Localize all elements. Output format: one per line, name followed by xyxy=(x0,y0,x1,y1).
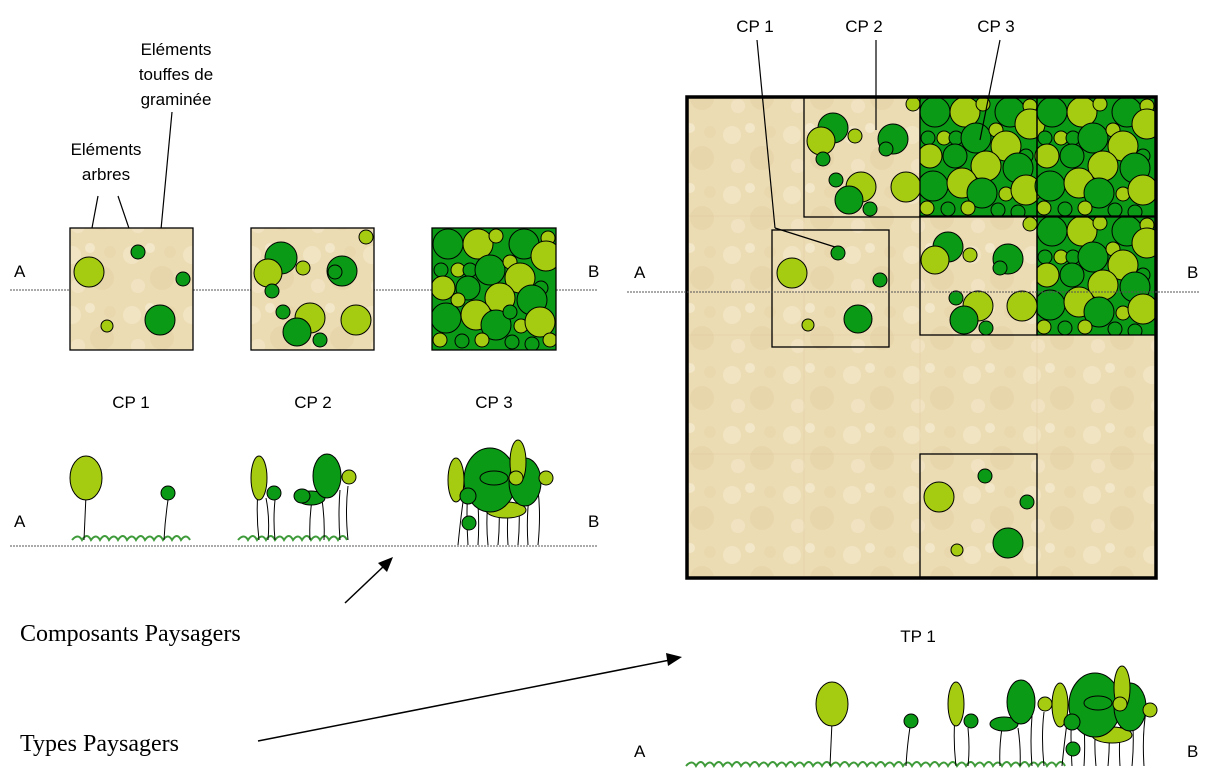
types-paysagers-label: Types Paysagers xyxy=(20,731,179,757)
tree-dark xyxy=(175,271,191,287)
tp1-profile xyxy=(685,665,1158,768)
section-a-bottom-left: A xyxy=(14,512,26,531)
arrowhead-types xyxy=(666,653,682,666)
arrow-composants xyxy=(344,565,385,604)
section-a-tp: A xyxy=(634,263,646,282)
tp-cp1-tile xyxy=(771,229,890,348)
label-elements-grass-3: graminée xyxy=(141,90,212,109)
tree-dark xyxy=(144,304,176,336)
tp1-label: TP 1 xyxy=(900,627,936,646)
tp-cp3-dense-top xyxy=(920,97,1156,217)
tree-dark xyxy=(130,244,146,260)
tp-cp1-tile-bottom xyxy=(919,453,1038,579)
tp1-square xyxy=(685,95,1158,580)
composants-paysagers-label: Composants Paysagers xyxy=(20,621,241,647)
cp2-profile xyxy=(237,453,357,542)
section-a-tp-profile: A xyxy=(634,742,646,761)
section-b-top-left: B xyxy=(588,262,599,281)
label-elements-grass-1: Eléments xyxy=(141,40,212,59)
label-elements-trees-2: arbres xyxy=(82,165,130,184)
section-b-bottom-left: B xyxy=(588,512,599,531)
tp-cp3-label: CP 3 xyxy=(977,17,1015,36)
tree-light xyxy=(295,260,311,276)
tree-light xyxy=(358,229,374,245)
pointer-tp-cp3 xyxy=(979,39,1001,141)
arrow-types xyxy=(257,659,671,742)
label-elements-grass-2: touffes de xyxy=(139,65,213,84)
cp2-square xyxy=(250,227,375,351)
tree-dark xyxy=(282,317,312,347)
tree-dark xyxy=(312,332,328,348)
tp-cp2-tile xyxy=(803,96,922,218)
section-b-tp-profile: B xyxy=(1187,742,1198,761)
tree-dark xyxy=(275,304,291,320)
tp-cp3-dense-right xyxy=(1037,216,1156,335)
cp1-label: CP 1 xyxy=(112,393,150,412)
cp1-profile xyxy=(69,455,191,542)
tree-dark xyxy=(327,264,343,280)
cp2-label: CP 2 xyxy=(294,393,332,412)
tree-light xyxy=(340,304,372,336)
annotation-grass: Eléments touffes de graminée xyxy=(139,40,213,273)
cp1-square xyxy=(69,227,194,351)
arrowhead-composants xyxy=(378,557,393,572)
cp3-profile xyxy=(447,439,554,546)
tp-cp2-tile-middle xyxy=(919,215,1038,336)
tree-light xyxy=(100,319,114,333)
pointer-tp-cp1-b xyxy=(774,227,836,248)
tree-light xyxy=(73,256,105,288)
cp3-square xyxy=(431,227,557,351)
label-elements-trees-1: Eléments xyxy=(71,140,142,159)
pointer-tp-cp1 xyxy=(756,39,776,229)
cp3-label: CP 3 xyxy=(475,393,513,412)
tree-light xyxy=(253,258,283,288)
tp-cp2-label: CP 2 xyxy=(845,17,883,36)
section-a-top-left: A xyxy=(14,262,26,281)
tp-cp1-label: CP 1 xyxy=(736,17,774,36)
tree-dark xyxy=(264,283,280,299)
section-b-tp: B xyxy=(1187,263,1198,282)
